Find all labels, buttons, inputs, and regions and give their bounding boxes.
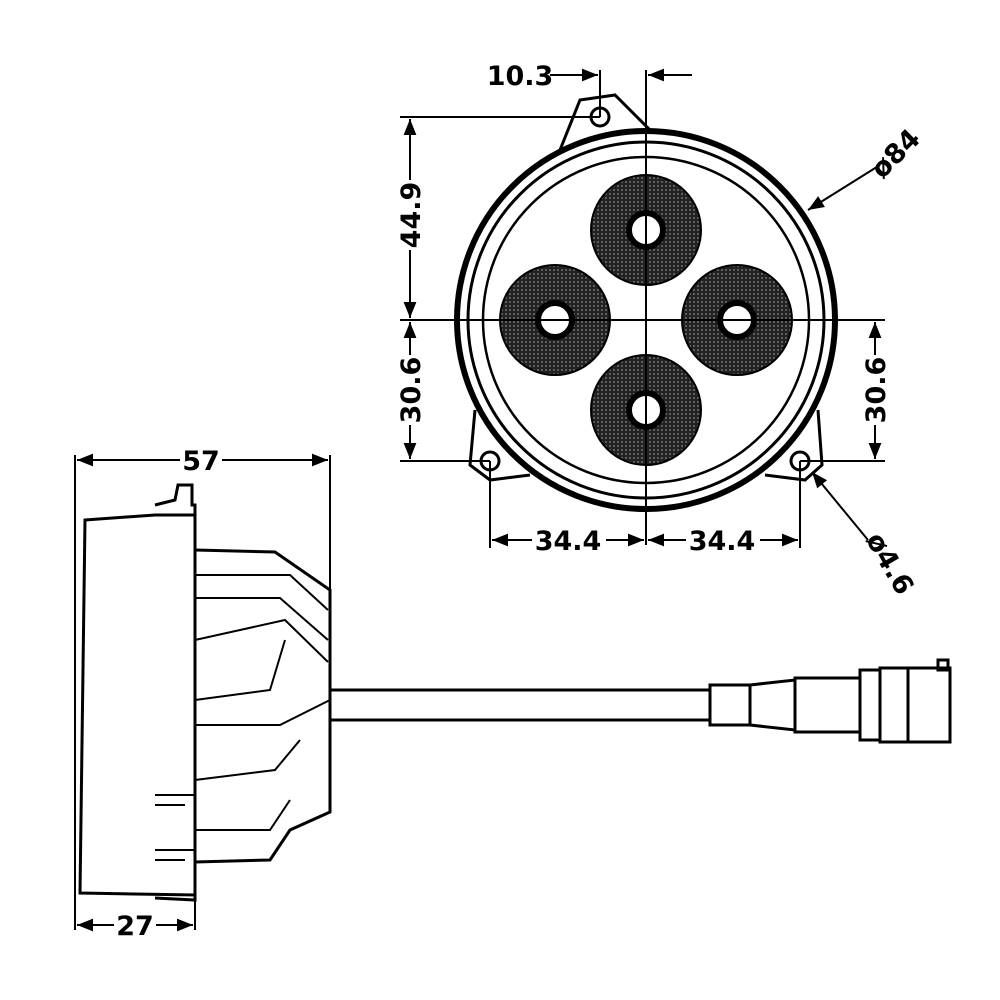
front-lens — [78, 513, 197, 897]
flange — [154, 483, 197, 902]
front-view: 10.3 44.9 30.6 30.6 34.4 34.4 ø84 ø4.6 — [394, 58, 927, 600]
dim-front-depth-label: 27 — [116, 911, 154, 942]
cable — [328, 688, 712, 722]
dim-left-bottom-label: 30.6 — [396, 357, 427, 424]
heatsink — [194, 548, 332, 864]
side-view: 57 27 — [74, 444, 952, 942]
connector — [708, 658, 952, 744]
heatsink-fins — [155, 574, 331, 861]
dim-offset-label: 10.3 — [487, 61, 554, 92]
top-mounting-tab — [558, 93, 652, 151]
dim-top-height-label: 44.9 — [396, 182, 427, 249]
left-mounting-tab — [468, 409, 531, 482]
dim-diameter-label: ø84 — [865, 123, 927, 185]
dim-right-width-label: 34.4 — [689, 526, 756, 557]
dim-left-width-label: 34.4 — [535, 526, 602, 557]
dim-total-depth-label: 57 — [182, 446, 220, 477]
dim-hole-diameter-label: ø4.6 — [859, 527, 919, 600]
dim-right-bottom-label: 30.6 — [861, 357, 892, 424]
